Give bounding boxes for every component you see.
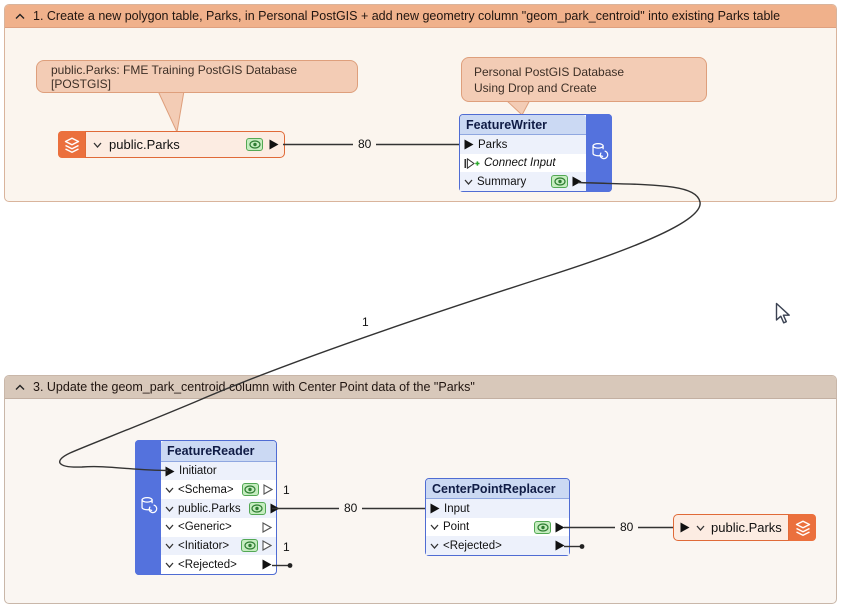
reader-node-public-parks[interactable]: public.Parks <box>58 131 285 158</box>
reader-sidebar <box>135 440 161 575</box>
chevron-down-icon[interactable] <box>696 525 705 531</box>
chevron-down-icon[interactable] <box>430 524 439 531</box>
port-label: Initiator <box>179 465 217 478</box>
port-label: <Rejected> <box>443 539 502 552</box>
reader-node-label: public.Parks <box>109 137 180 152</box>
featurereader-output-rejected[interactable]: <Rejected> <box>161 555 276 574</box>
port-label: Parks <box>478 138 508 151</box>
featurereader-node[interactable]: FeatureReader Initiator <Schema> public.… <box>135 440 280 575</box>
database-read-icon <box>139 495 158 520</box>
centerpoint-output-rejected[interactable]: <Rejected> <box>426 536 569 555</box>
bookmark-1[interactable]: 1. Create a new polygon table, Parks, in… <box>4 4 837 202</box>
collapse-chevron-up-icon[interactable] <box>15 13 25 20</box>
mouse-cursor-icon <box>775 302 792 330</box>
output-port[interactable] <box>555 522 565 533</box>
chevron-down-icon[interactable] <box>93 142 102 148</box>
chevron-down-icon[interactable] <box>165 543 174 549</box>
output-port[interactable] <box>572 176 582 187</box>
output-port[interactable] <box>263 484 273 496</box>
featurereader-output-parks[interactable]: public.Parks <box>161 499 280 518</box>
centerpoint-output-point[interactable]: Point <box>426 518 569 537</box>
port-label: Summary <box>477 175 527 188</box>
edge-count-label: 80 <box>353 137 377 152</box>
chevron-down-icon[interactable] <box>165 562 174 568</box>
layers-icon <box>58 131 86 158</box>
annotation-tail <box>157 90 185 134</box>
writer-node-label: public.Parks <box>711 520 782 535</box>
featurereader-output-schema[interactable]: <Schema> <box>161 480 276 499</box>
featurewriter-input-parks[interactable]: Parks <box>460 135 586 154</box>
chevron-down-icon[interactable] <box>165 524 174 531</box>
port-label: <Generic> <box>178 521 232 534</box>
edge-count-label: 80 <box>615 520 639 535</box>
eye-icon[interactable] <box>534 520 551 534</box>
featurereader-output-generic[interactable]: <Generic> <box>161 518 276 537</box>
annotation-reader[interactable]: public.Parks: FME Training PostGIS Datab… <box>36 60 358 93</box>
annotation-text: public.Parks: FME Training PostGIS Datab… <box>51 62 298 91</box>
centerpoint-input[interactable]: Input <box>426 499 569 518</box>
edge-count-label: 1 <box>357 315 374 330</box>
featurewriter-title[interactable]: FeatureWriter <box>460 115 586 136</box>
eye-icon[interactable] <box>246 138 263 151</box>
edge-count-label: 80 <box>339 501 363 516</box>
bookmark-3[interactable]: 3. Update the geom_park_centroid column … <box>4 375 837 604</box>
bookmark-3-title: 3. Update the geom_park_centroid column … <box>33 380 475 394</box>
eye-icon[interactable] <box>241 483 259 497</box>
output-port[interactable] <box>270 503 280 514</box>
featurereader-input-initiator[interactable]: Initiator <box>161 461 276 481</box>
database-write-icon <box>590 141 609 166</box>
connect-input-icon <box>464 157 480 169</box>
output-port[interactable] <box>262 521 272 533</box>
eye-icon[interactable] <box>248 502 266 515</box>
bookmark-3-header[interactable]: 3. Update the geom_park_centroid column … <box>5 376 836 399</box>
port-label: Connect Input <box>484 157 556 170</box>
output-port[interactable] <box>269 139 279 150</box>
featurereader-output-initiator[interactable]: <Initiator> <box>161 536 276 556</box>
chevron-down-icon[interactable] <box>430 543 439 549</box>
eye-icon[interactable] <box>241 539 258 553</box>
layers-icon <box>788 514 816 541</box>
chevron-down-icon[interactable] <box>165 506 174 512</box>
output-port[interactable] <box>262 540 272 552</box>
bookmark-1-header[interactable]: 1. Create a new polygon table, Parks, in… <box>5 5 836 28</box>
featurereader-title[interactable]: FeatureReader <box>161 441 276 462</box>
port-label: <Initiator> <box>178 539 230 552</box>
bookmark-1-title: 1. Create a new polygon table, Parks, in… <box>33 9 781 23</box>
annotation-writer[interactable]: Personal PostGIS Database Using Drop and… <box>461 57 707 102</box>
chevron-down-icon[interactable] <box>165 487 174 493</box>
port-count: 1 <box>283 540 290 554</box>
port-label: <Schema> <box>178 483 234 496</box>
writer-node-public-parks[interactable]: public.Parks <box>673 514 816 541</box>
annotation-text-line1: Personal PostGIS Database <box>474 65 625 79</box>
port-label: Point <box>443 521 470 534</box>
input-port[interactable] <box>464 139 474 150</box>
port-label: Input <box>444 502 470 515</box>
centerpointreplacer-node[interactable]: CenterPointReplacer Input Point <Rejecte… <box>425 478 570 556</box>
centerpointreplacer-title[interactable]: CenterPointReplacer <box>426 479 569 500</box>
collapse-chevron-up-icon[interactable] <box>15 384 25 391</box>
writer-sidebar <box>586 114 612 192</box>
port-count: 1 <box>283 483 290 497</box>
port-label: <Rejected> <box>178 558 237 571</box>
annotation-text-line2: Using Drop and Create <box>474 81 597 95</box>
input-port[interactable] <box>165 466 175 477</box>
featurewriter-output-summary[interactable]: Summary <box>460 172 586 191</box>
input-port[interactable] <box>680 522 690 533</box>
output-port[interactable] <box>555 540 565 551</box>
featurewriter-connect-input[interactable]: Connect Input <box>460 154 586 173</box>
port-label: public.Parks <box>178 502 241 515</box>
chevron-down-icon[interactable] <box>464 179 473 185</box>
featurewriter-node[interactable]: FeatureWriter Parks Connect Input <box>459 114 612 192</box>
output-port[interactable] <box>262 559 272 570</box>
input-port[interactable] <box>430 503 440 514</box>
eye-icon[interactable] <box>551 175 568 189</box>
